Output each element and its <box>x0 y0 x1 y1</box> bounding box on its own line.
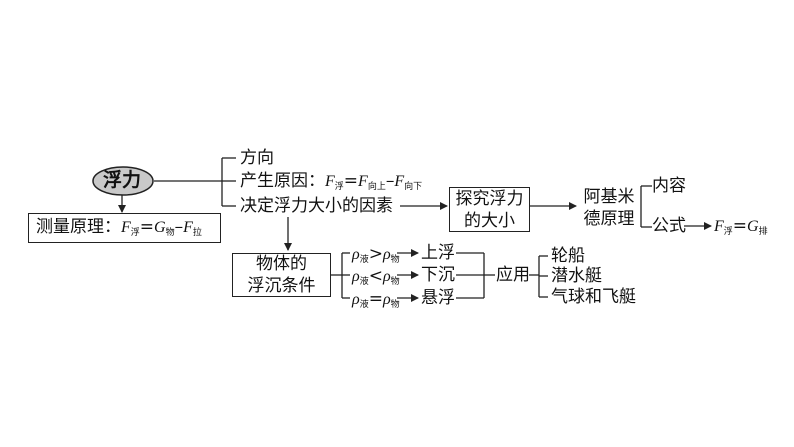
application-label: 应用 <box>496 265 530 285</box>
condition-float: ρ液>ρ物 <box>352 244 400 265</box>
condition-suspend: ρ液=ρ物 <box>352 289 400 310</box>
archimedes-label: 阿基米德原理 <box>583 187 635 229</box>
result-sink: 下沉 <box>421 265 455 285</box>
explore-box <box>449 187 530 232</box>
condition-sink: ρ液<ρ物 <box>352 266 400 287</box>
measure-principle-text: 测量原理：F浮=G物–F拉 <box>36 217 202 238</box>
branch-direction: 方向 <box>240 148 274 168</box>
sink-float-box <box>232 253 331 297</box>
root-node-label: 浮力 <box>103 169 142 191</box>
root-node-ellipse <box>92 166 154 196</box>
archimedes-formula-label: 公式 <box>652 216 686 236</box>
sink-float-box-text: 物体的浮沉条件 <box>247 254 316 296</box>
application-ship: 轮船 <box>551 246 585 266</box>
archimedes-formula: F浮=G排 <box>714 216 768 237</box>
application-balloon-airship: 气球和飞艇 <box>551 287 636 307</box>
result-float: 上浮 <box>421 243 455 263</box>
explore-box-text: 探究浮力的大小 <box>455 188 524 231</box>
measure-principle-box <box>28 213 221 243</box>
archimedes-content: 内容 <box>652 176 686 196</box>
branch-factors: 决定浮力大小的因素 <box>240 196 393 216</box>
result-suspend: 悬浮 <box>421 288 455 308</box>
application-submarine: 潜水艇 <box>551 266 602 286</box>
branch-cause: 产生原因：F浮=F向上–F向下 <box>240 171 423 192</box>
